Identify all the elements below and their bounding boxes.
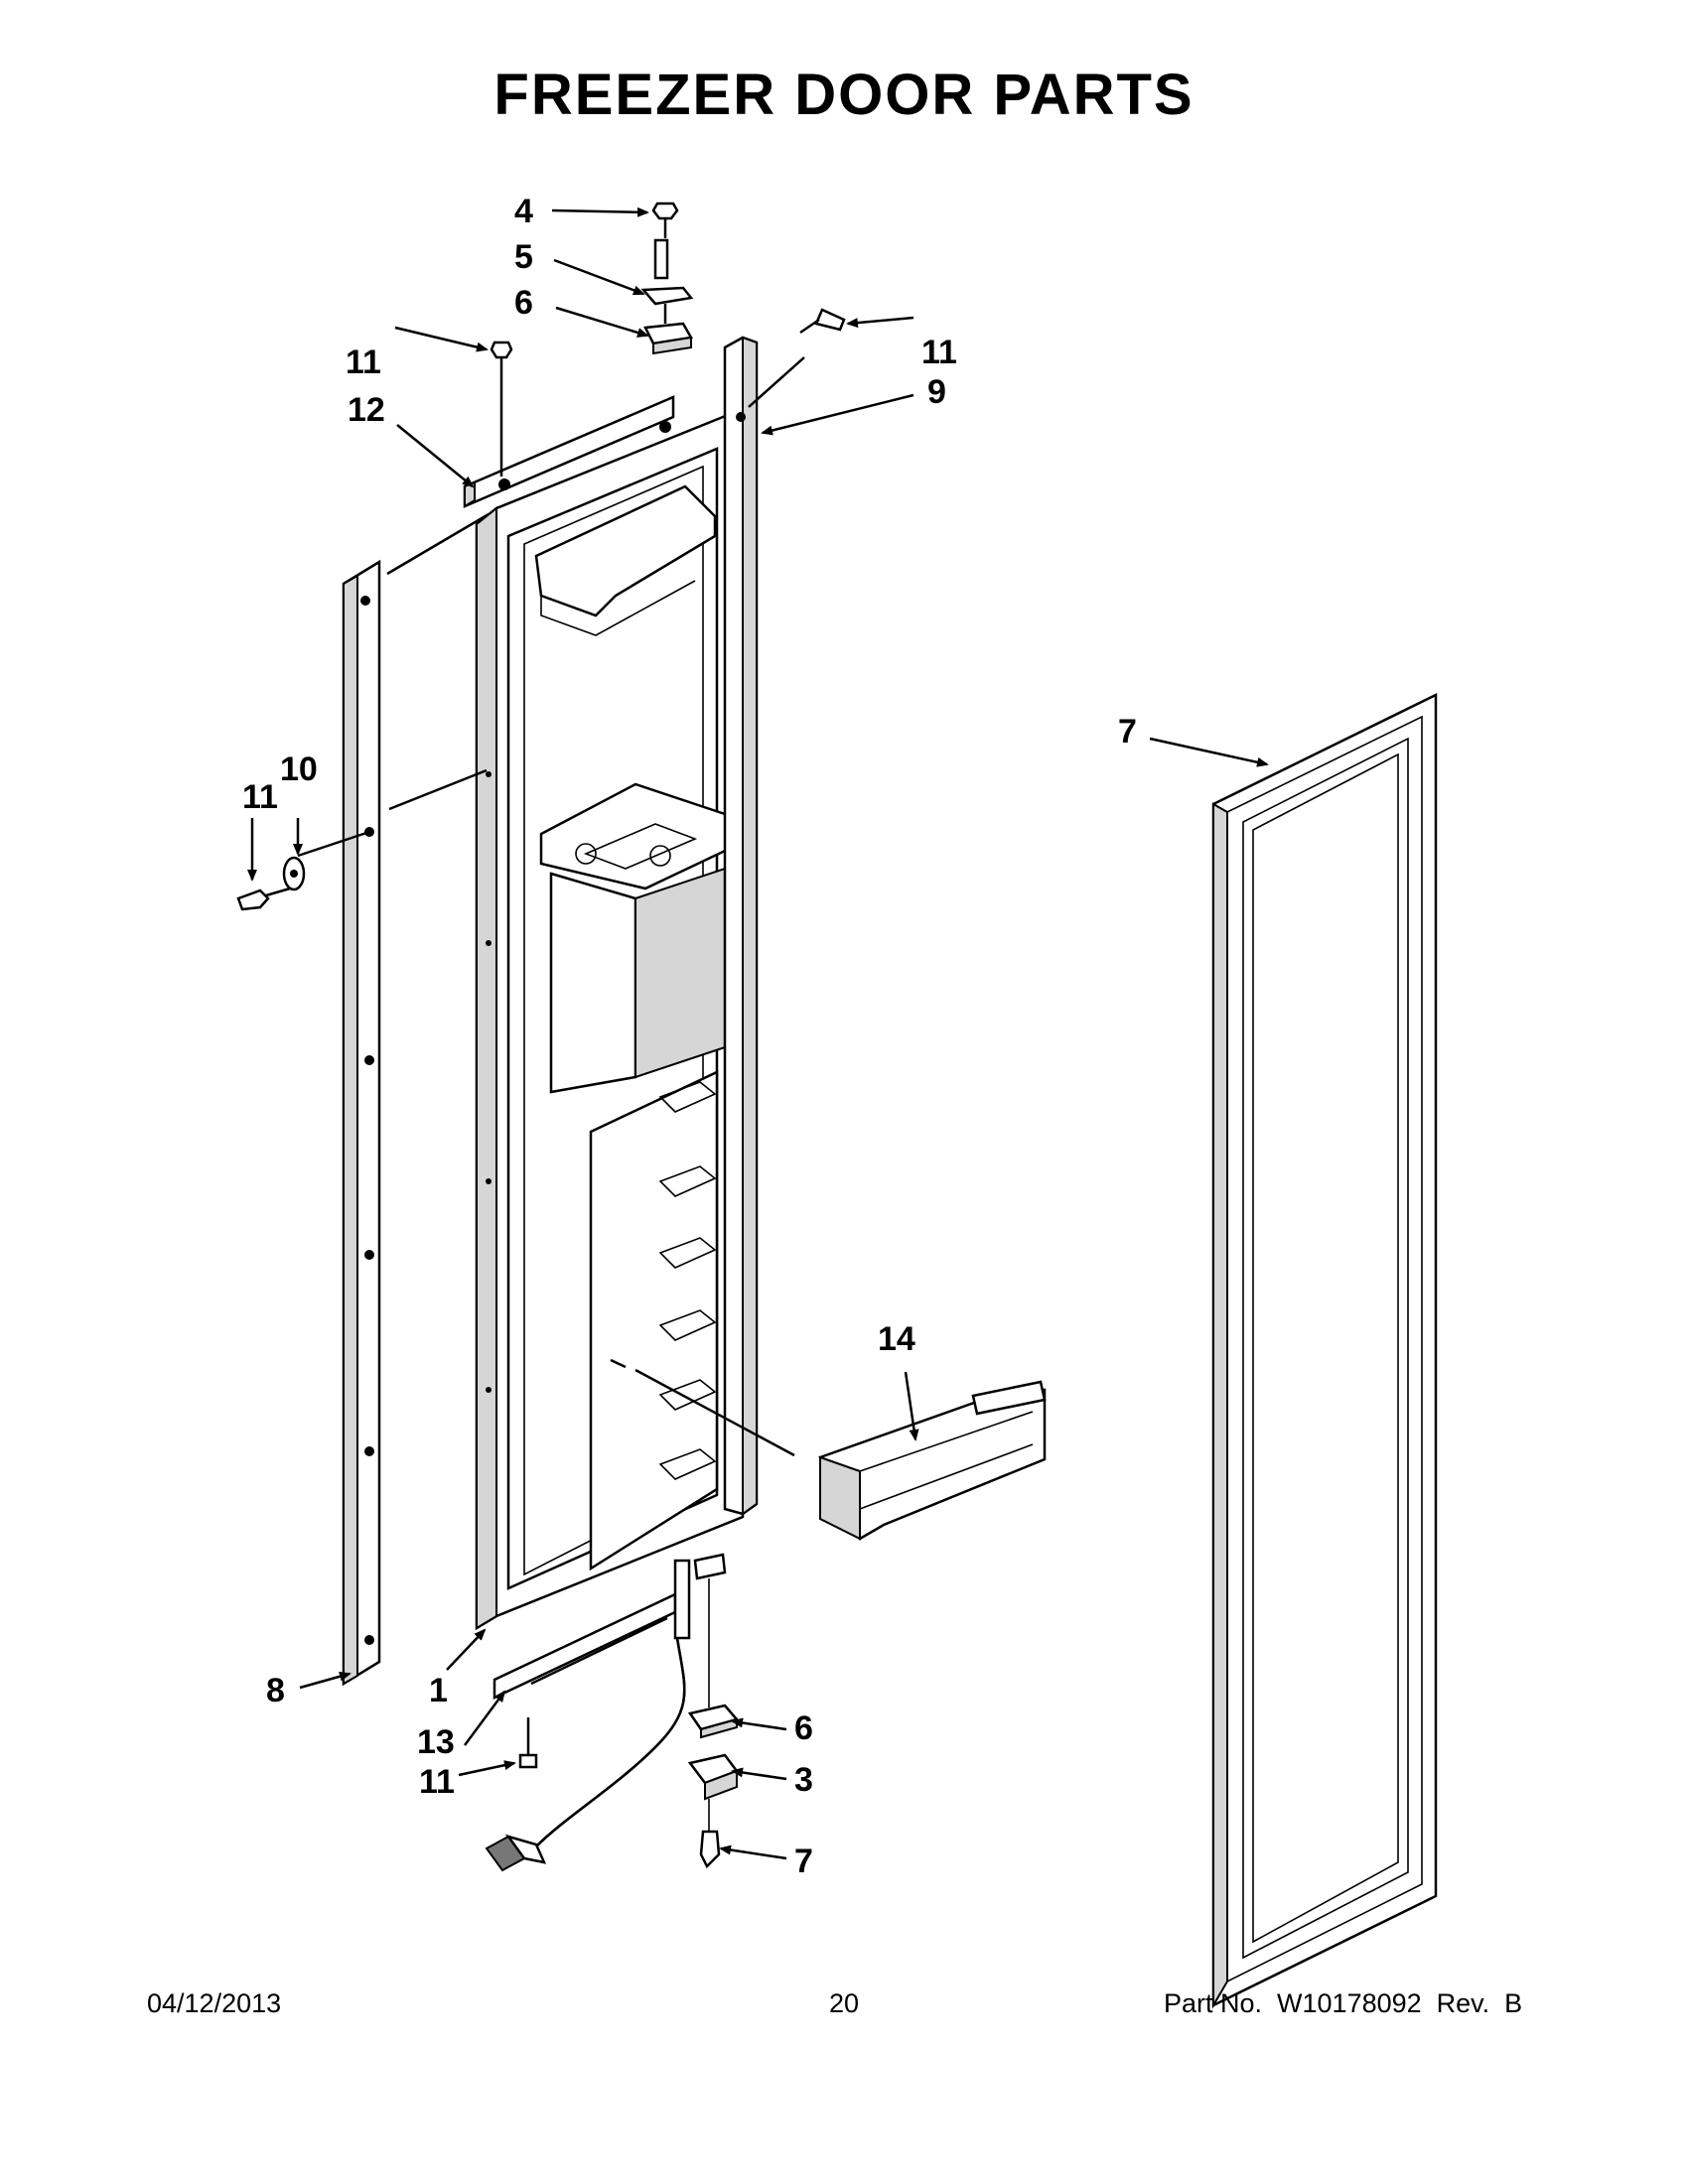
callout-10: 10 (280, 751, 318, 788)
part-7-door-gasket (1211, 692, 1438, 2009)
part-9-side-rail (723, 336, 759, 1516)
callout-7-gasket: 7 (1118, 713, 1137, 751)
screw-11-bottom (518, 1717, 538, 1769)
part-8-side-panel (342, 559, 381, 1687)
callout-6-top: 6 (514, 284, 533, 322)
screw-11-left (236, 887, 291, 911)
callout-4: 4 (514, 193, 533, 230)
callout-11-top-left: 11 (346, 343, 381, 381)
screw-11-top-right (799, 308, 846, 335)
callout-9: 9 (927, 373, 946, 411)
footer-part-number: Part No. W10178092 Rev. B (1164, 1988, 1523, 2018)
leader-arrows (247, 206, 1269, 1860)
bottom-hinge-stack (687, 1553, 740, 1869)
part-12-top-bracket (463, 395, 675, 508)
callout-3: 3 (794, 1761, 813, 1799)
page-title: FREEZER DOOR PARTS (493, 63, 1195, 127)
screw-11-top-left (490, 341, 513, 389)
washer-10 (282, 856, 306, 891)
callout-14: 14 (878, 1320, 915, 1358)
part-13-bottom-bracket (492, 1592, 677, 1700)
wire-harness (485, 1559, 691, 1872)
callout-1: 1 (429, 1672, 448, 1709)
callout-11-left: 11 (242, 778, 278, 816)
part-1-door-assembly (475, 407, 745, 1631)
footer-page-number: 20 (829, 1988, 860, 2018)
callout-7-screw: 7 (794, 1843, 813, 1880)
callout-11-bottom: 11 (419, 1763, 455, 1801)
callout-12: 12 (348, 391, 385, 429)
callout-6-bottom: 6 (794, 1709, 813, 1747)
alignment-lines (297, 304, 805, 1457)
callout-8: 8 (266, 1672, 285, 1709)
callout-labels: 4 5 6 11 12 11 9 7 10 11 8 1 13 11 6 3 7… (242, 193, 1137, 1880)
top-hinge-stack (640, 202, 694, 355)
callout-13: 13 (417, 1723, 455, 1761)
part-14-door-bin (818, 1380, 1047, 1541)
footer-date: 04/12/2013 (147, 1988, 282, 2018)
callout-5: 5 (514, 238, 533, 276)
callout-11-top-right: 11 (921, 334, 957, 371)
